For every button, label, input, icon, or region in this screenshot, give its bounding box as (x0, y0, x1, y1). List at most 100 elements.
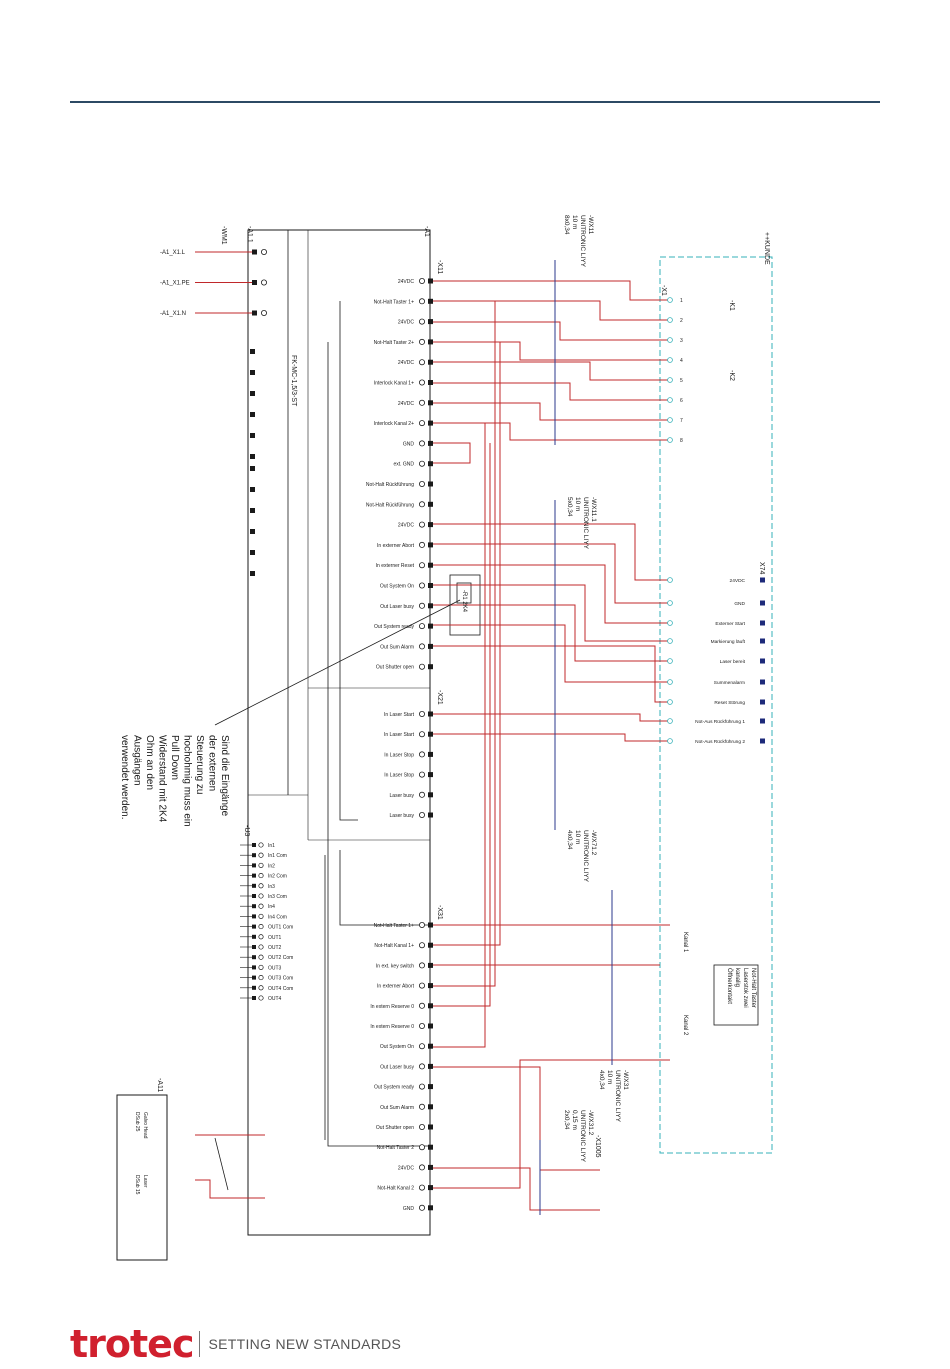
x21-terminal-2 (418, 731, 425, 738)
red-wire-22 (430, 301, 496, 987)
x11-terminal-label: 24VDC (398, 401, 415, 407)
x31-terminal-label: In externer Abort (377, 984, 415, 990)
x11-terminal-5 (418, 359, 425, 366)
r1-label: -R1 2K4 (461, 590, 467, 613)
x21-pin-3 (428, 751, 433, 757)
x74-pin-8 (760, 718, 765, 724)
kanal1-label: Kanal 1 (682, 932, 688, 953)
x11-pin-11 (428, 481, 433, 487)
kunde-info-line: Not-Halt Taster (750, 968, 756, 1008)
red-wire-1 (430, 280, 670, 301)
x31-terminal-9 (418, 1083, 425, 1090)
note-line: der externen (207, 735, 218, 791)
x1-terminal-8 (667, 437, 673, 443)
cable-spec-line: -WX11.1 (590, 497, 597, 522)
fk-pin (250, 433, 255, 438)
mains-terminal (260, 279, 267, 286)
kunde-info-box (713, 964, 759, 1026)
u3-terminal (258, 903, 264, 909)
x11-terminal-4 (418, 338, 425, 345)
u3-terminal (258, 883, 264, 889)
x11-terminal-label: Out Laser busy (380, 604, 414, 610)
k1-label: -K1 (728, 300, 735, 311)
cable-spec-line: 8x0,34 (563, 215, 570, 235)
x31-pin-3 (428, 962, 433, 968)
x21-terminal-label: In Laser Stop (384, 752, 414, 758)
red-wire-3 (430, 321, 670, 341)
x11-terminal-label: In externer Abort (377, 543, 415, 549)
x21-pin-1 (428, 711, 433, 717)
mains-label: -A1_X1.N (160, 311, 186, 317)
x31-terminal-label: Not-Halt Kanal 2 (377, 1186, 414, 1192)
u3-pin (252, 965, 256, 970)
signal-wire-6 (214, 1137, 229, 1191)
mains-label: -A1_X1.L (160, 250, 186, 256)
a11-connector-label: DSub 25 (134, 1112, 140, 1132)
x74-signal-label: Markierung läuft (711, 639, 746, 645)
a11-connector-label: Galvo Head (142, 1112, 148, 1139)
kunde-label: ++KUNDE (763, 232, 770, 265)
x21-terminal-label: Laser busy (390, 793, 415, 799)
mains-terminal (260, 309, 267, 316)
red-wire-16 (430, 645, 670, 703)
mains-pin (252, 249, 257, 255)
u3-io-label: OUT3 Com (268, 976, 293, 982)
red-wire-14 (430, 604, 670, 662)
red-wire-23 (430, 443, 491, 1007)
u3-pin (252, 985, 256, 990)
x31-terminal-4 (418, 982, 425, 989)
u3-terminal (258, 873, 264, 879)
u3-pin (252, 883, 256, 888)
red-wire-29 (195, 1179, 265, 1199)
x11-terminal-11 (418, 480, 425, 487)
cable-spec-line: UNITRONIC LIYY (582, 830, 589, 883)
x11-pin-8 (428, 420, 433, 426)
x1-terminal-number: 2 (680, 318, 683, 324)
u3-pin (252, 975, 256, 980)
note-line: Widerstand mit 2K4 (157, 735, 168, 823)
u3-terminal (258, 862, 264, 868)
x1-terminal-number: 7 (680, 418, 683, 424)
cable-spec-line: UNITRONIC LIYY (579, 1110, 586, 1163)
x74-terminal-2 (667, 600, 673, 606)
x11-terminal-13 (418, 521, 425, 528)
x31-terminal-label: GND (403, 1206, 415, 1212)
x31-pin-4 (428, 983, 433, 989)
u3-pin (252, 853, 256, 858)
u3-terminal (258, 852, 264, 858)
u3-pin (252, 934, 256, 939)
x11-terminal-label: GND (403, 441, 415, 447)
x31-terminal-5 (418, 1002, 425, 1009)
u3-io-label: In2 Com (268, 874, 287, 880)
u3-io-label: OUT3 (268, 965, 282, 971)
cable-spec-line: 4x0,34 (566, 830, 573, 850)
x11-terminal-label: Interlock Kanal 1+ (374, 381, 414, 387)
x31-pin-15 (428, 1205, 433, 1211)
u3-pin (252, 924, 256, 929)
x11-terminal-12 (418, 501, 425, 508)
x11-terminal-label: Out Sum Alarm (380, 644, 414, 650)
red-wire-15 (430, 624, 670, 683)
x11-terminal-label: 24VDC (398, 360, 415, 366)
x31-terminal-8 (418, 1063, 425, 1070)
x31-pin-14 (428, 1185, 433, 1191)
u3-pin (252, 996, 256, 1000)
u3-pin (252, 894, 256, 898)
x74-terminal-1 (667, 577, 673, 583)
x31-terminal-label: 24VDC (398, 1165, 415, 1171)
x1-terminal-4 (667, 357, 673, 363)
x74-pin-4 (760, 638, 765, 644)
a1-1-label: -A1.1 (246, 226, 253, 243)
kunde-enclosure (659, 256, 773, 1154)
x11-pin-18 (428, 623, 433, 629)
x74-terminal-9 (667, 738, 673, 744)
x1-terminal-6 (667, 397, 673, 403)
x21-pin-4 (428, 772, 433, 778)
u3-terminal (258, 842, 264, 848)
x74-pin-7 (760, 699, 765, 705)
x11-terminal-label: ext. GND (393, 462, 414, 468)
x31-terminal-10 (418, 1103, 425, 1110)
x31-terminal-15 (418, 1204, 425, 1211)
x11-terminal-label: Out Shutter open (376, 665, 414, 671)
